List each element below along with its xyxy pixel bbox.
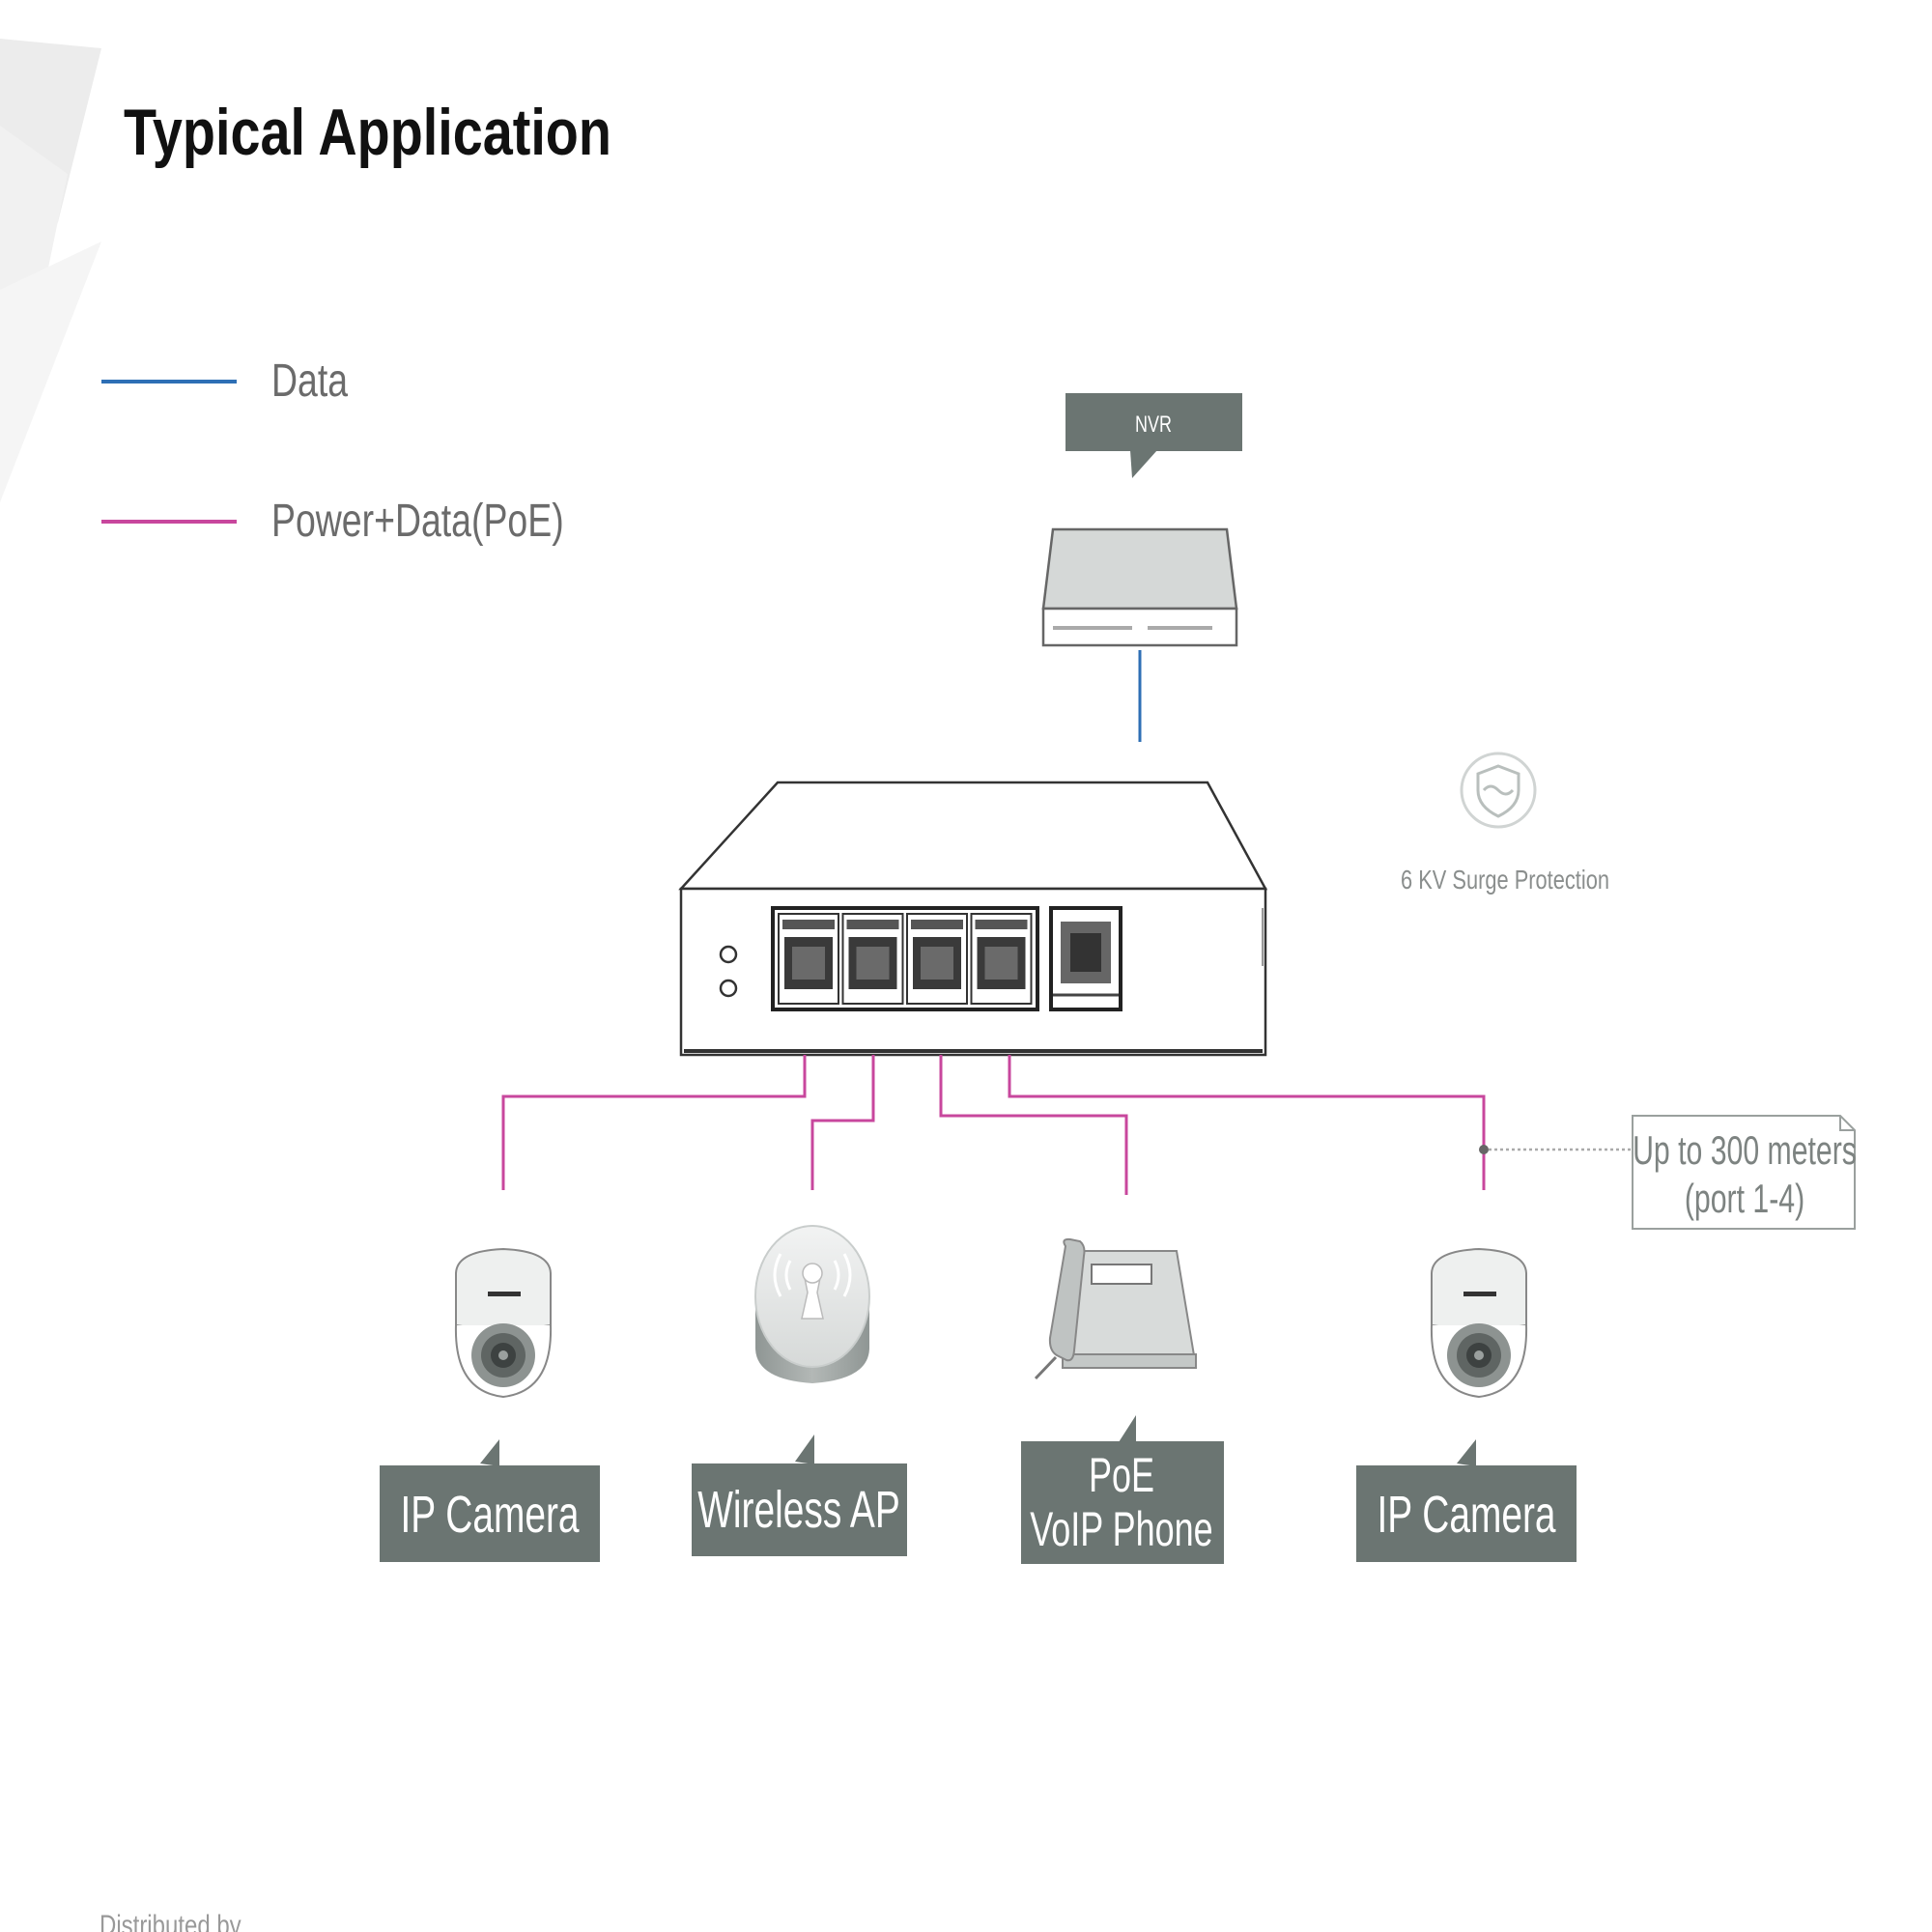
- nvr-callout: NVR: [1065, 393, 1242, 478]
- device-label-text: IP Camera: [400, 1485, 580, 1544]
- status-led-icon: [719, 945, 738, 964]
- legend: Data Power+Data(PoE): [101, 355, 564, 548]
- poe-links: [501, 1055, 1486, 1195]
- shield-icon: [1476, 764, 1520, 818]
- device-label-text: IP Camera: [1377, 1485, 1556, 1544]
- page-title: Typical Application: [124, 97, 611, 169]
- poe-switch-icon: [678, 781, 1268, 1057]
- dome-camera-icon: [454, 1247, 553, 1399]
- legend-data-label: Data: [271, 355, 348, 408]
- device-label-text: Wireless AP: [697, 1480, 900, 1539]
- device-label-ip-camera-2: IP Camera: [1356, 1439, 1577, 1562]
- poe-port-icon: [906, 913, 968, 1005]
- dome-camera-icon: [1430, 1247, 1528, 1399]
- poe-port-icon: [970, 913, 1033, 1005]
- nvr-label: NVR: [1135, 412, 1172, 438]
- surge-protection-label: 6 KV Surge Protection: [1401, 865, 1609, 895]
- voip-phone-icon: [1034, 1237, 1198, 1380]
- nvr-device-icon: [1041, 527, 1238, 647]
- legend-poe-label: Power+Data(PoE): [271, 496, 564, 548]
- device-label-wireless-ap: Wireless AP: [692, 1435, 907, 1556]
- device-label-voip-phone: PoE VoIP Phone: [1021, 1415, 1224, 1564]
- footer-distributed-by: Distributed by: [99, 1908, 242, 1932]
- poe-port-icon: [841, 913, 904, 1005]
- background-decoration: [0, 39, 101, 502]
- distance-note: Up to 300 meters (port 1-4): [1479, 1115, 1857, 1230]
- device-label-ip-camera-1: IP Camera: [380, 1439, 600, 1562]
- device-label-text: VoIP Phone: [1030, 1503, 1212, 1556]
- status-led-icon: [719, 979, 738, 998]
- device-label-text: PoE: [1089, 1449, 1154, 1502]
- distance-note-line2: (port 1-4): [1685, 1176, 1804, 1221]
- surge-protection: 6 KV Surge Protection: [1401, 752, 1609, 895]
- distance-note-line1: Up to 300 meters: [1633, 1127, 1857, 1173]
- poe-port-icon: [778, 913, 839, 1005]
- wireless-ap-icon: [754, 1225, 870, 1383]
